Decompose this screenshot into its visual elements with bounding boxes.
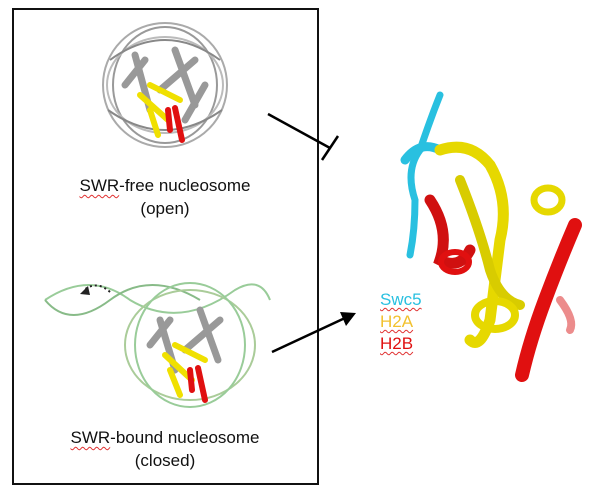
activation-arrow-icon (271, 312, 356, 354)
nucleosome-panel-frame (12, 8, 319, 485)
color-legend: Swc5 H2A H2B (380, 289, 422, 355)
state-label: (open) (140, 199, 190, 218)
swr-term: SWR (70, 428, 111, 447)
swr-bound-nucleosome-label: SWR-bound nucleosome (closed) (15, 426, 315, 472)
swr-bound-nucleosome-structure (44, 282, 271, 408)
inhibition-arrow-icon (267, 112, 340, 161)
label-rest: -free nucleosome (119, 176, 251, 195)
label-rest: -bound nucleosome (110, 428, 260, 447)
dna-movement-dotted-arrow-icon (80, 284, 111, 295)
legend-h2b: H2B (380, 334, 414, 353)
legend-h2a: H2A (380, 312, 414, 331)
state-label: (closed) (134, 451, 196, 470)
swr-free-nucleosome-label: SWR-free nucleosome (open) (15, 174, 315, 220)
swr-term: SWR (79, 176, 120, 195)
legend-swc5: Swc5 (380, 290, 422, 309)
swr-free-nucleosome-structure (102, 22, 228, 148)
swc5-h2a-h2b-structure (400, 91, 582, 382)
